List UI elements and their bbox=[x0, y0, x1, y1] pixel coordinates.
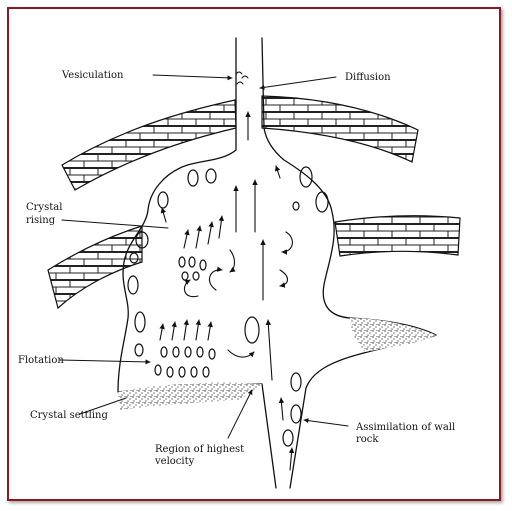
crystal-rising-label-line1: Crystal bbox=[26, 202, 62, 213]
flow-arrows bbox=[159, 111, 295, 471]
magma-chamber bbox=[117, 37, 437, 489]
diffusion-leader bbox=[259, 76, 337, 90]
diffusion-label: Diffusion bbox=[345, 72, 391, 83]
assimilation-label-line1: Assimilation of wall bbox=[355, 422, 455, 433]
assimilation-label-line2: rock bbox=[356, 434, 379, 445]
crystal-settling-label: Crystal settling bbox=[30, 410, 108, 421]
highest-velocity-label-line2: velocity bbox=[154, 456, 195, 467]
leader-lines bbox=[59, 74, 349, 439]
crystal-settling-deposit bbox=[118, 382, 262, 410]
assimilation-deposit bbox=[350, 318, 436, 352]
flotation-leader bbox=[59, 359, 151, 365]
crystal-settling-leader bbox=[79, 397, 127, 415]
upper-right-bed bbox=[261, 95, 419, 163]
upper-left-bed bbox=[61, 99, 237, 191]
labels: Vesiculation Diffusion Crystal rising Fl… bbox=[18, 70, 455, 467]
flotation-label: Flotation bbox=[18, 355, 64, 366]
assimilation-leader bbox=[303, 418, 349, 427]
vesiculation-leader bbox=[152, 74, 233, 81]
vesiculation-label: Vesiculation bbox=[61, 70, 124, 81]
lower-left-bed bbox=[47, 225, 143, 310]
lower-right-bed bbox=[334, 215, 461, 257]
highest-velocity-leader bbox=[227, 389, 253, 439]
crystal-rising-leader bbox=[61, 219, 169, 229]
highest-velocity-label-line1: Region of highest bbox=[155, 444, 244, 455]
crystal-rising-label-line2: rising bbox=[26, 215, 56, 226]
vesicles bbox=[235, 71, 249, 85]
